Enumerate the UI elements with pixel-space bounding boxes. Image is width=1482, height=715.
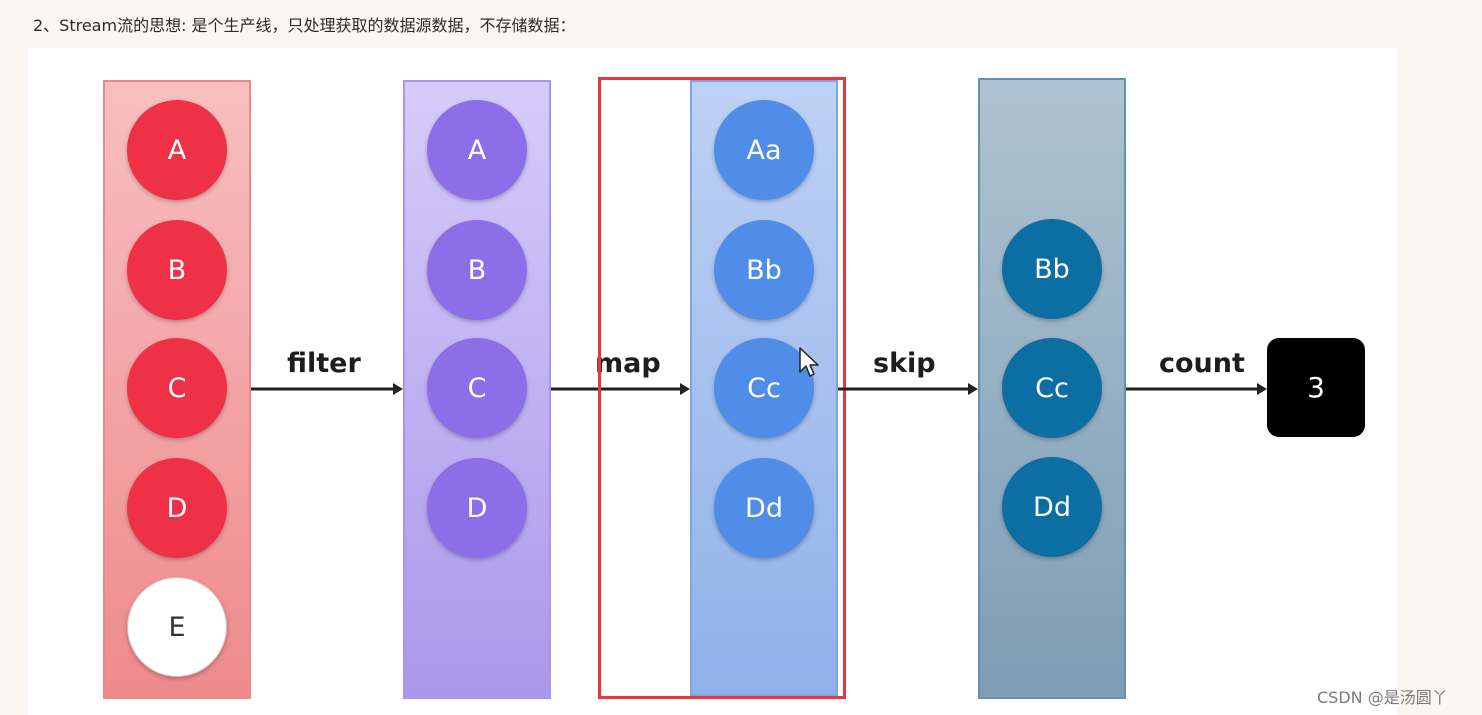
caption-text: 2、Stream流的思想: 是个生产线，只处理获取的数据源数据，不存储数据： bbox=[33, 16, 576, 35]
skip-arrow bbox=[838, 383, 978, 395]
filter-label: filter bbox=[287, 348, 361, 379]
stream-pipeline-diagram: A B C D E filter A B C D map Aa Bb Cc Dd… bbox=[28, 48, 1397, 715]
filter-arrow bbox=[251, 383, 403, 395]
count-arrow bbox=[1126, 383, 1267, 395]
mapped-node: Dd bbox=[714, 458, 814, 558]
source-node: C bbox=[127, 338, 227, 438]
count-label: count bbox=[1159, 348, 1245, 379]
map-label: map bbox=[595, 348, 661, 379]
count-result-box: 3 bbox=[1267, 338, 1365, 437]
skip-label: skip bbox=[873, 348, 936, 379]
source-node: D bbox=[127, 458, 227, 558]
skipped-node: Dd bbox=[1002, 457, 1102, 557]
mapped-node: Bb bbox=[714, 220, 814, 320]
skipped-node: Bb bbox=[1002, 219, 1102, 319]
watermark-text: CSDN @是汤圆丫 bbox=[1317, 688, 1448, 707]
mapped-node: Aa bbox=[714, 100, 814, 200]
filtered-node: A bbox=[427, 100, 527, 200]
map-highlight-box bbox=[598, 77, 846, 699]
filtered-out-node: E bbox=[127, 577, 227, 677]
source-node: B bbox=[127, 220, 227, 320]
filtered-node: C bbox=[427, 338, 527, 438]
filtered-node: B bbox=[427, 220, 527, 320]
source-node: A bbox=[127, 100, 227, 200]
mouse-cursor-icon bbox=[799, 347, 819, 377]
filtered-node: D bbox=[427, 458, 527, 558]
map-arrow bbox=[551, 383, 690, 395]
skipped-node: Cc bbox=[1002, 338, 1102, 438]
mapped-node: Cc bbox=[714, 338, 814, 438]
